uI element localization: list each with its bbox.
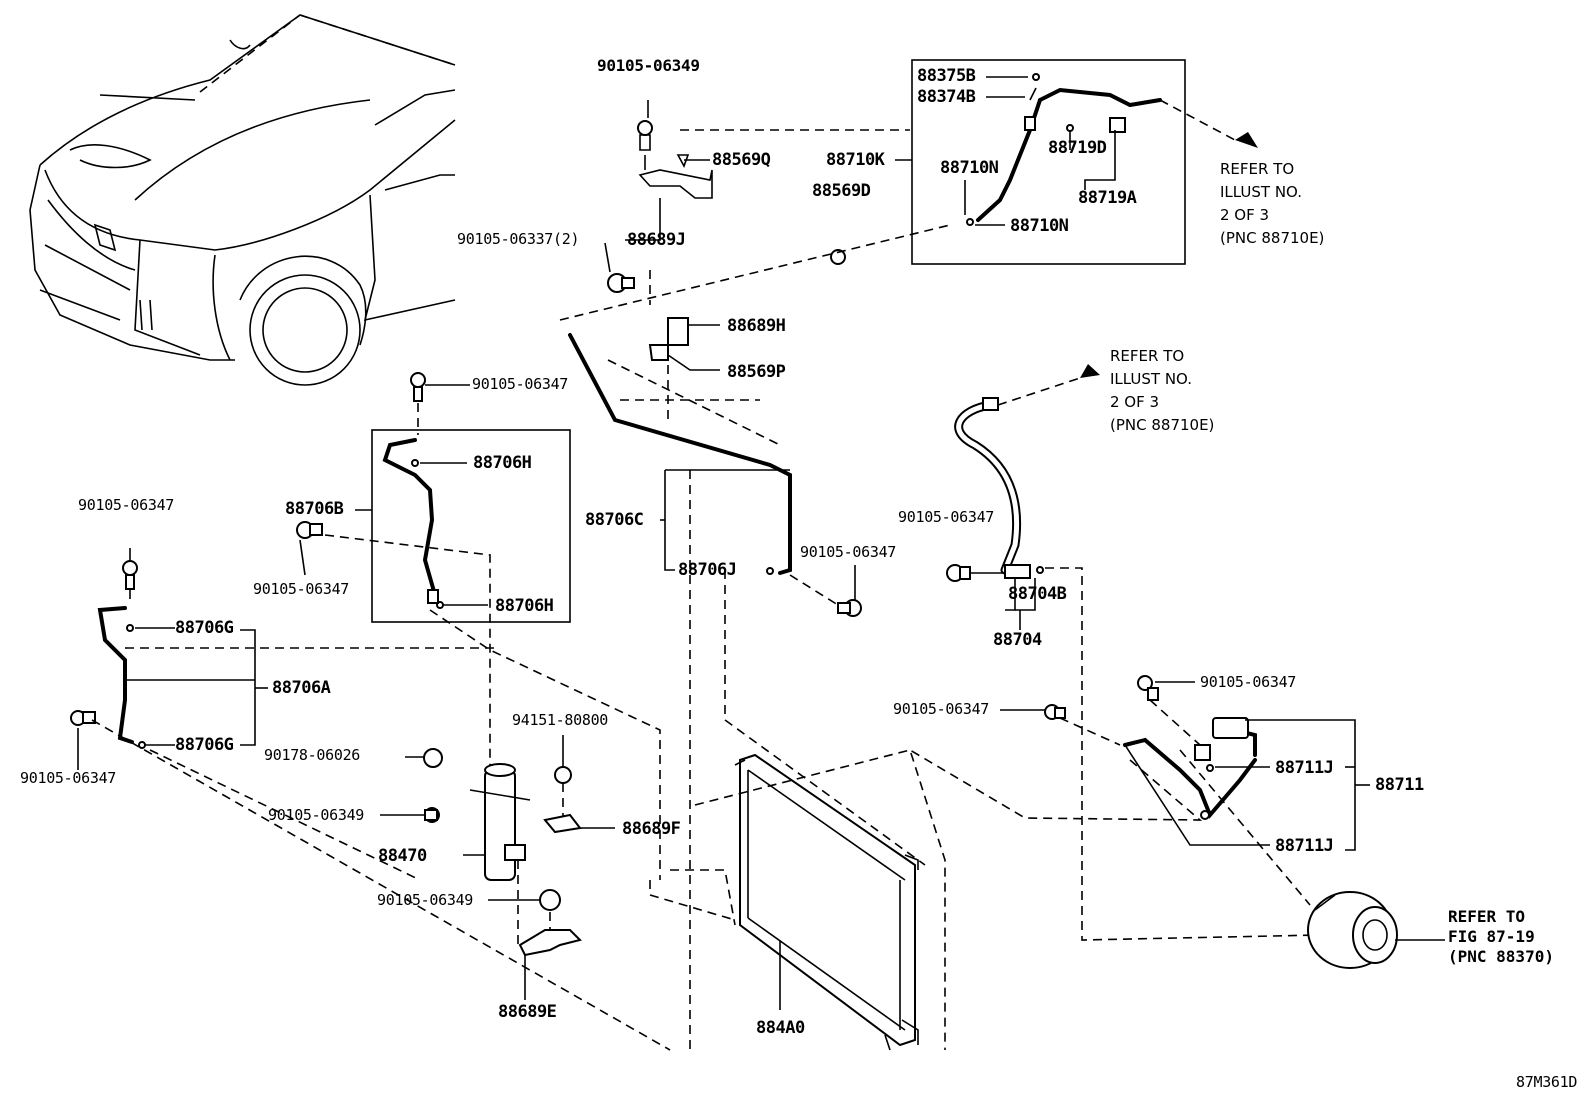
label-90105-06337: 90105-06337(2) <box>457 230 580 248</box>
label-88689h: 88689H <box>727 316 786 336</box>
label-90105-06347-g: 90105-06347 <box>893 700 990 718</box>
label-88706j: 88706J <box>678 560 737 580</box>
label-88719a: 88719A <box>1078 188 1137 208</box>
box-88706b <box>371 429 571 623</box>
label-88706b: 88706B <box>285 499 344 519</box>
label-88719d: 88719D <box>1048 138 1107 158</box>
bracket-88689h-art <box>648 317 689 361</box>
label-88706a: 88706A <box>272 678 331 698</box>
bolt-left-top-art <box>122 560 138 590</box>
bolt-left-bottom-art <box>70 710 96 726</box>
label-88706c: 88706C <box>585 510 644 530</box>
label-90178-06026: 90178-06026 <box>264 746 361 764</box>
label-884a0: 884A0 <box>756 1018 805 1038</box>
label-88689e: 88689E <box>498 1002 557 1022</box>
label-88569q: 88569Q <box>712 150 771 170</box>
label-88706h-a: 88706H <box>473 453 532 473</box>
nut-90105-06337-art <box>607 273 635 293</box>
box-88710k <box>911 59 1186 265</box>
label-94151-80800: 94151-80800 <box>512 711 609 729</box>
condenser-884a0-art <box>734 753 919 1051</box>
label-88689j: 88689J <box>627 230 686 250</box>
label-88704: 88704 <box>993 630 1042 650</box>
label-90105-06347-d: 90105-06347 <box>800 543 897 561</box>
bolt-90105-06349-b-art <box>424 807 440 823</box>
label-88704b: 88704B <box>1008 584 1067 604</box>
diagram-id: 87M361D <box>1516 1073 1578 1091</box>
label-88375b: 88375B <box>917 66 976 86</box>
compressor-art <box>1307 891 1398 969</box>
label-88470: 88470 <box>378 846 427 866</box>
note-refer-illust-top: REFER TO ILLUST NO. 2 OF 3 (PNC 88710E) <box>1220 160 1325 247</box>
label-88706g-b: 88706G <box>175 735 234 755</box>
receiver-88470-art <box>469 763 531 881</box>
bolt-top-88706b-art <box>410 372 426 402</box>
label-88711j-a: 88711J <box>1275 758 1334 778</box>
label-90105-06347-e: 90105-06347 <box>898 508 995 526</box>
label-88710k: 88710K <box>826 150 885 170</box>
vehicle-illustration <box>29 14 456 386</box>
label-88569d: 88569D <box>812 181 871 201</box>
label-90105-06349-top: 90105-06349 <box>597 56 700 75</box>
label-90105-06347-c: 90105-06347 <box>20 769 117 787</box>
label-88706g-a: 88706G <box>175 618 234 638</box>
label-90105-06349-c: 90105-06349 <box>377 891 474 909</box>
label-90105-06347-left: 90105-06347 <box>78 496 175 514</box>
label-88710n-b: 88710N <box>1010 216 1069 236</box>
note-refer-illust-mid: REFER TO ILLUST NO. 2 OF 3 (PNC 88710E) <box>1110 347 1215 434</box>
label-88374b: 88374B <box>917 87 976 107</box>
label-90105-06347-a: 90105-06347 <box>472 375 569 393</box>
washer-90178-art <box>423 748 443 768</box>
note-refer-fig: REFER TO FIG 87-19 (PNC 88370) <box>1448 907 1554 966</box>
label-88711j-b: 88711J <box>1275 836 1334 856</box>
label-90105-06347-f: 90105-06347 <box>1200 673 1297 691</box>
label-90105-06347-b: 90105-06347 <box>253 580 350 598</box>
label-88569p: 88569P <box>727 362 786 382</box>
label-88711: 88711 <box>1375 775 1424 795</box>
bolt-88706j-art <box>837 599 862 617</box>
label-88710n-a: 88710N <box>940 158 999 178</box>
label-88706h-b: 88706H <box>495 596 554 616</box>
label-88689f: 88689F <box>622 819 681 839</box>
label-90105-06349-b: 90105-06349 <box>268 806 365 824</box>
